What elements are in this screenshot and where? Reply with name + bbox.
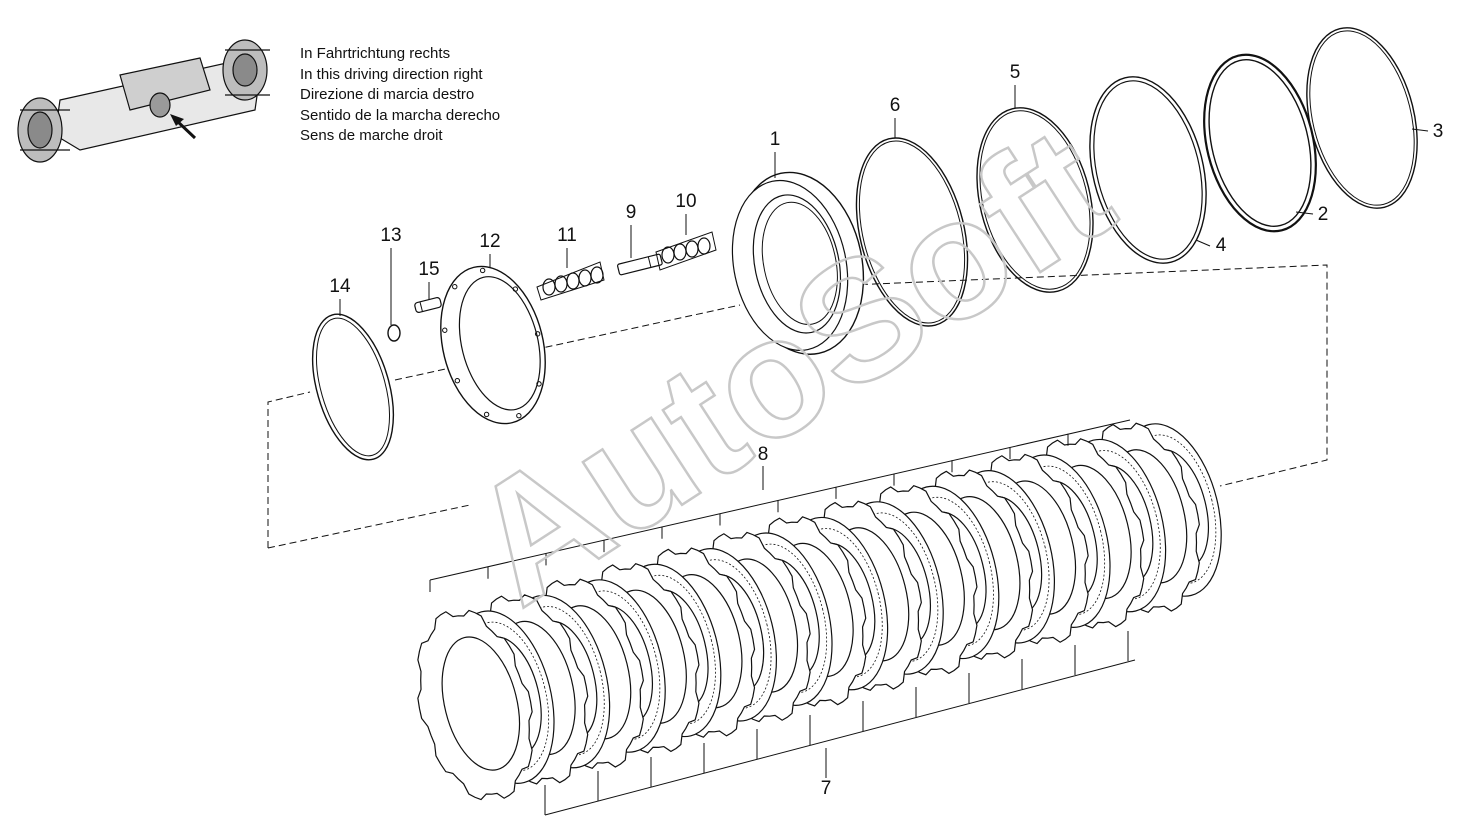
seal-ring-5 (976, 107, 1094, 293)
snap-ring-14 (311, 313, 395, 461)
seal-ring-4 (1089, 76, 1207, 264)
callout-13: 13 (380, 225, 402, 246)
callout-3: 3 (1432, 121, 1444, 142)
seal-ring-6 (855, 137, 969, 327)
shim-11 (566, 272, 580, 290)
cover-plate-12 (440, 265, 546, 425)
bracket-7 (544, 659, 1136, 816)
washer-10 (697, 237, 711, 255)
piston-housing-1 (731, 171, 865, 355)
direction-text-de: In Fahrtrichtung rechts (300, 45, 451, 62)
leader-lines (339, 85, 1429, 816)
shim-11 (542, 278, 556, 296)
pin-15 (414, 297, 442, 313)
leader-line (1411, 128, 1429, 132)
shim-11 (554, 275, 568, 293)
callout-1: 1 (769, 129, 781, 150)
callout-11: 11 (557, 225, 577, 246)
callout-6: 6 (889, 95, 901, 116)
clutch-disc-stack (417, 422, 1222, 801)
seal-ring-3 (1306, 27, 1418, 209)
upper-parts (311, 27, 1418, 461)
axle-thumbnail (17, 39, 270, 163)
callout-2: 2 (1317, 204, 1329, 225)
o-ring-13 (387, 324, 401, 342)
bolt-9 (617, 253, 663, 276)
leader-line (1295, 211, 1314, 215)
callout-5: 5 (1009, 62, 1021, 83)
driving-direction-note: In Fahrtrichtung rechts In this driving … (300, 44, 500, 147)
callout-8: 8 (757, 444, 769, 465)
steel-disc (417, 609, 533, 801)
bracket-8 (429, 419, 1131, 581)
callout-15: 15 (418, 259, 440, 280)
callout-7: 7 (820, 778, 832, 799)
callout-12: 12 (479, 231, 501, 252)
callout-14: 14 (329, 276, 351, 297)
washer-frame-10 (655, 231, 717, 271)
direction-text-es: Sentido de la marcha derecho (300, 106, 501, 124)
callout-4: 4 (1215, 235, 1227, 256)
direction-text-en: In this driving direction right (300, 65, 483, 83)
shim-11 (578, 269, 592, 287)
direction-text-fr: Sens de marche droit (300, 127, 443, 144)
shim-frame-11 (536, 261, 605, 301)
washer-10 (673, 243, 687, 261)
direction-arrow-icon (170, 114, 197, 140)
direction-text-it: Direzione di marcia destro (300, 86, 475, 103)
callout-9: 9 (625, 202, 637, 223)
washer-10 (685, 240, 699, 258)
leader-line (1195, 239, 1211, 247)
callout-10: 10 (675, 191, 697, 212)
